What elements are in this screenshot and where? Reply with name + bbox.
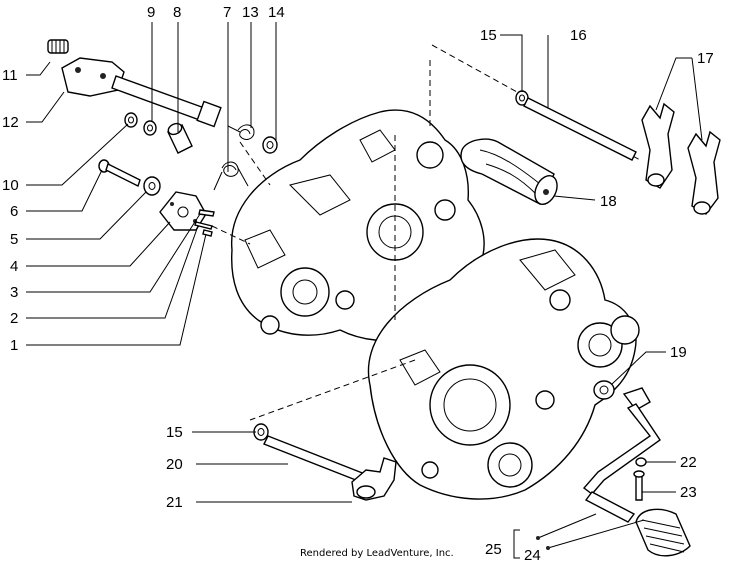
callout-13: 13 (242, 4, 259, 21)
callout-22: 22 (680, 454, 697, 471)
part-9-washer (143, 120, 157, 136)
callout-8: 8 (173, 4, 181, 21)
part-20-fork-shaft (263, 435, 371, 485)
callout-20: 20 (166, 456, 183, 473)
callout-5: 5 (10, 231, 18, 248)
part-6-bolt (98, 159, 141, 187)
callout-1: 1 (10, 337, 18, 354)
assembly-guide-lines (211, 44, 641, 421)
part-10-washer (124, 112, 138, 128)
part-23-screw (633, 470, 645, 501)
part-3-pin (198, 209, 215, 217)
callout-4: 4 (10, 258, 18, 275)
part-kickstart-lever (582, 387, 661, 523)
callout-10: 10 (2, 177, 19, 194)
part-14-washer (262, 136, 278, 154)
callout-7: 7 (223, 4, 231, 21)
callout-9: 9 (147, 4, 155, 21)
part-19-oil-seal (593, 380, 615, 400)
part-16-fork-shaft (523, 97, 637, 161)
crankcase-right-half (367, 238, 640, 500)
callout-25-marker (536, 536, 540, 540)
callout-23: 23 (680, 484, 697, 501)
part-12-gear-shift-shaft (61, 57, 222, 128)
callout-12: 12 (2, 114, 19, 131)
callout-labels: 11 12 10 6 5 4 3 2 1 9 8 7 13 14 15 16 1… (2, 4, 714, 564)
callout-11: 11 (2, 67, 18, 84)
callout-2: 2 (10, 310, 18, 327)
render-credit: Rendered by LeadVenture, Inc. (300, 548, 454, 559)
callout-6: 6 (10, 203, 18, 220)
part-18-shift-drum (460, 138, 558, 205)
part-22-washer (635, 457, 647, 467)
part-11-spring (47, 39, 69, 54)
part-1-pin (202, 229, 213, 237)
part-15-circlip-lower (253, 423, 269, 441)
callout-3: 3 (10, 284, 18, 301)
part-7-torsion-spring (213, 161, 249, 191)
part-2-pin (194, 221, 213, 230)
callout-19: 19 (670, 344, 687, 361)
part-13-spring (227, 124, 255, 140)
callout-15-upper: 15 (480, 27, 497, 44)
part-17-shift-forks (641, 102, 721, 215)
callout-21: 21 (166, 494, 183, 511)
callout-14: 14 (268, 4, 285, 21)
part-24-kickstart-rubber (635, 508, 691, 557)
callout-25: 25 (485, 541, 502, 558)
callout-18: 18 (600, 193, 617, 210)
part-5-washer (143, 176, 161, 196)
callout-15-lower: 15 (166, 424, 183, 441)
callout-17: 17 (697, 50, 714, 67)
callout-16: 16 (570, 27, 587, 44)
crankcase-left-half (231, 109, 485, 342)
leader-lines (26, 22, 703, 559)
part-8-bushing (167, 122, 193, 154)
part-21-shift-fork (351, 457, 397, 501)
callout-24-marker (546, 546, 550, 550)
callout-24: 24 (524, 547, 541, 564)
